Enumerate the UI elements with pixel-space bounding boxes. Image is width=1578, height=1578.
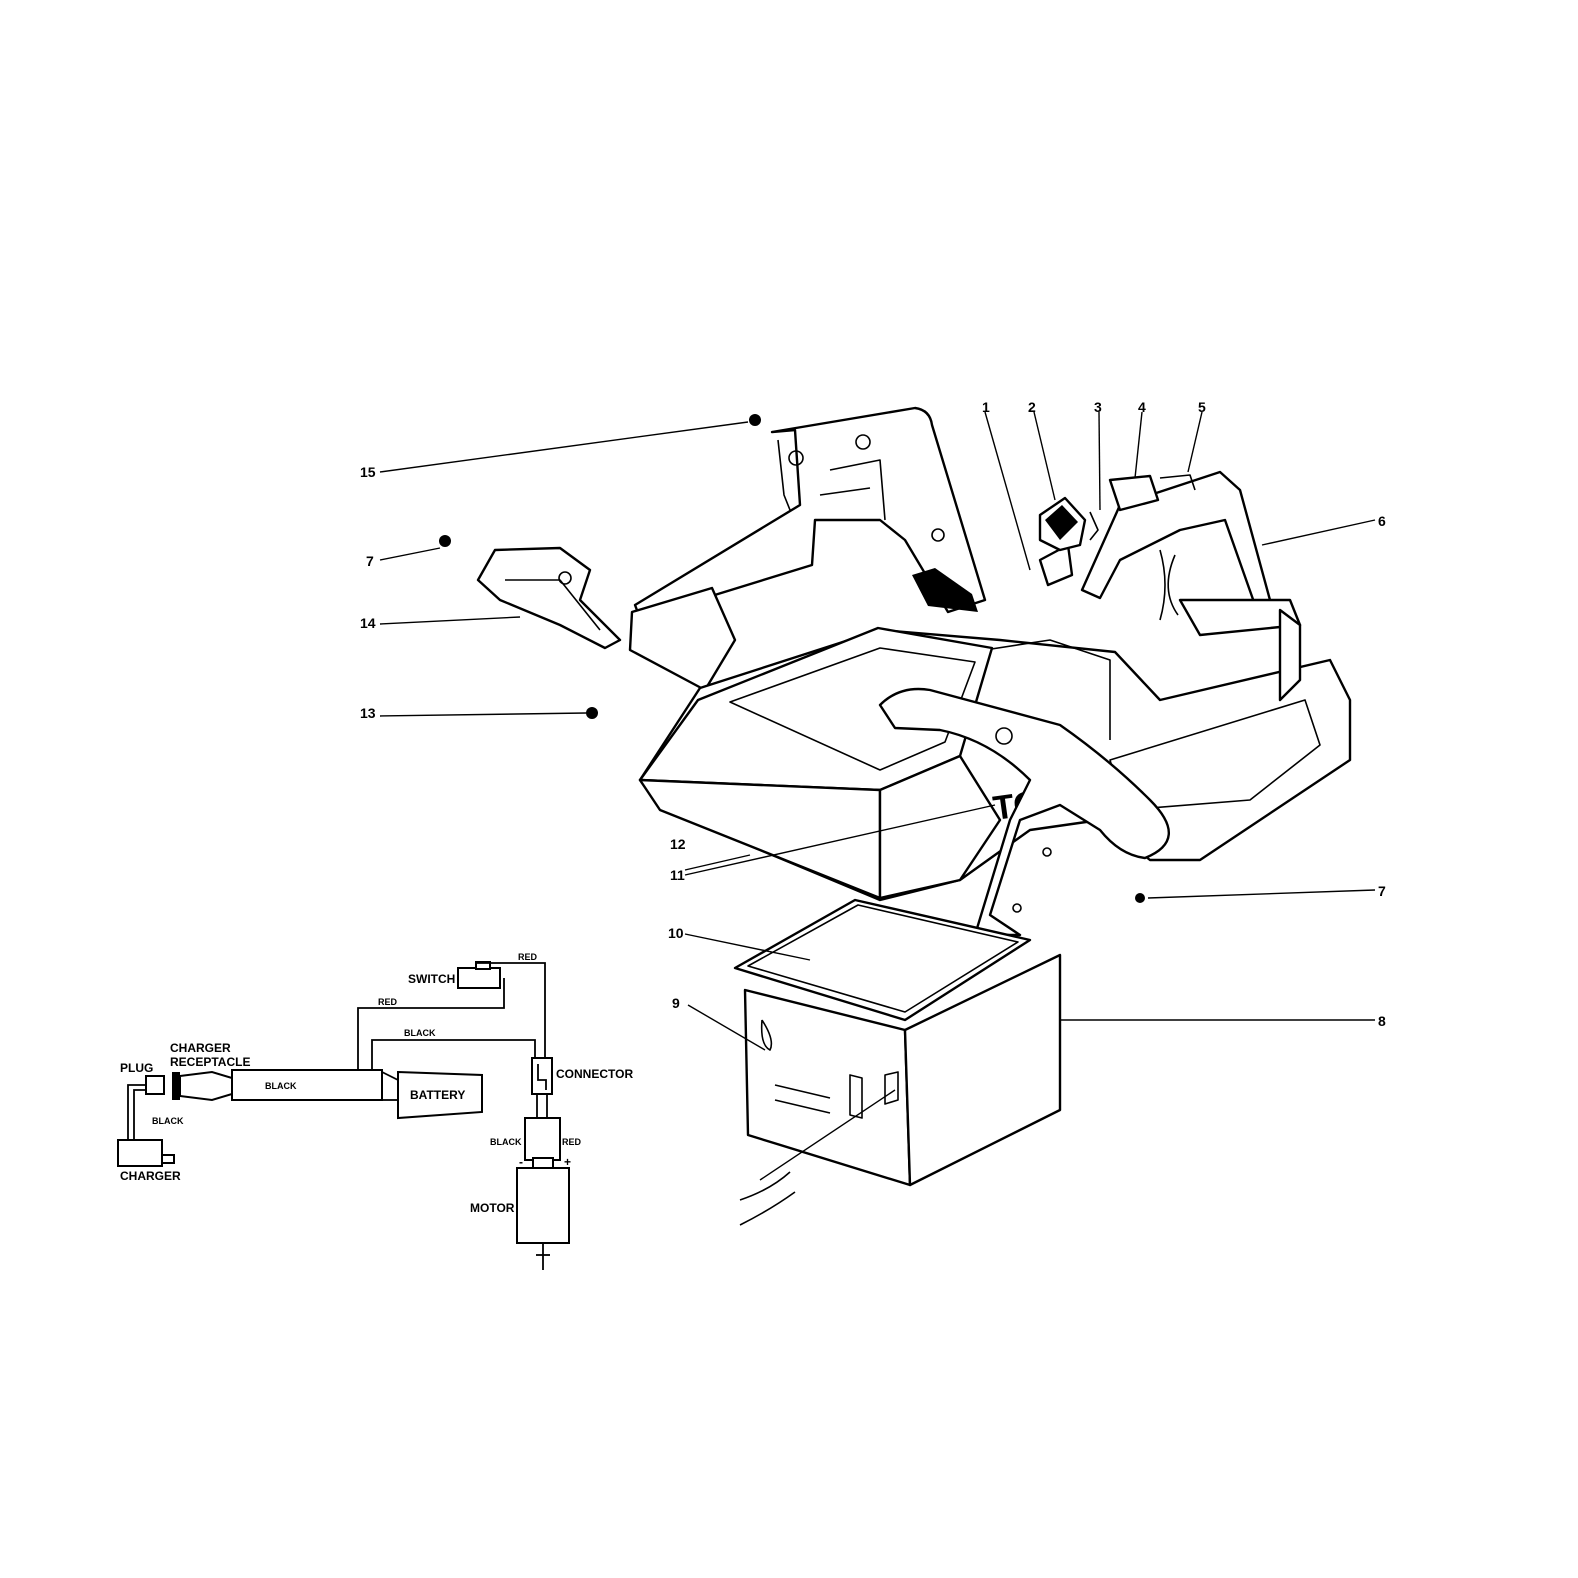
red-left-label: RED	[378, 997, 398, 1007]
black-mid-label: BLACK	[404, 1028, 436, 1038]
callout-15: 15	[360, 464, 376, 480]
callout-6: 6	[1378, 513, 1386, 529]
motor-label: MOTOR	[470, 1201, 515, 1215]
red-top-label: RED	[518, 952, 538, 962]
red-motor-label: RED	[562, 1137, 582, 1147]
wiring-diagram: SWITCH RED RED BLACK CONNECTOR BLACK RED…	[117, 952, 633, 1270]
battery-pad	[733, 898, 1032, 1022]
callout-5: 5	[1198, 399, 1206, 415]
charger-box	[117, 1139, 163, 1167]
motor-body	[516, 1167, 570, 1244]
plug-label: PLUG	[120, 1061, 153, 1075]
callout-2: 2	[1028, 399, 1036, 415]
callout-leaders	[379, 411, 1376, 1181]
side-rail-left	[628, 586, 737, 692]
seat-insert	[912, 568, 978, 612]
battery-body	[397, 1070, 483, 1120]
callout-9: 9	[672, 995, 680, 1011]
switch-parts	[1038, 474, 1196, 587]
hood-cover: TO	[638, 626, 1042, 900]
charger-receptacle	[179, 1070, 233, 1102]
charger-receptacle-label-1: CHARGER	[170, 1041, 231, 1055]
screws	[439, 414, 1145, 903]
steering-handle	[476, 546, 622, 650]
switch-label: SWITCH	[408, 972, 455, 986]
callout-1: 1	[982, 399, 990, 415]
plus-label: +	[564, 1155, 571, 1169]
charger-receptacle-label-2: RECEPTACLE	[170, 1055, 250, 1069]
callout-numbers: 1 2 3 4 5 6 7 8 9 10 11 12 13 14 15 7	[360, 399, 1386, 1029]
callout-13: 13	[360, 705, 376, 721]
connector-label: CONNECTOR	[556, 1067, 633, 1081]
callout-10: 10	[668, 925, 684, 941]
black-cord-label: BLACK	[265, 1081, 297, 1091]
switch-box	[457, 967, 501, 989]
callout-4: 4	[1138, 399, 1146, 415]
charger-label: CHARGER	[120, 1169, 181, 1183]
connector-box	[531, 1057, 553, 1095]
black-motor-label: BLACK	[490, 1137, 522, 1147]
callout-14: 14	[360, 615, 376, 631]
battery-label: BATTERY	[410, 1088, 465, 1102]
black-charger-label: BLACK	[152, 1116, 184, 1126]
callout-3: 3	[1094, 399, 1102, 415]
plug-box	[145, 1075, 165, 1095]
front-fork	[878, 687, 1170, 937]
callout-7: 7	[366, 553, 374, 569]
callout-8: 8	[1378, 1013, 1386, 1029]
battery-box	[739, 953, 1062, 1226]
minus-label: -	[519, 1155, 523, 1169]
callout-7b: 7	[1378, 883, 1386, 899]
callout-11: 11	[670, 867, 685, 883]
callout-12: 12	[670, 836, 686, 852]
